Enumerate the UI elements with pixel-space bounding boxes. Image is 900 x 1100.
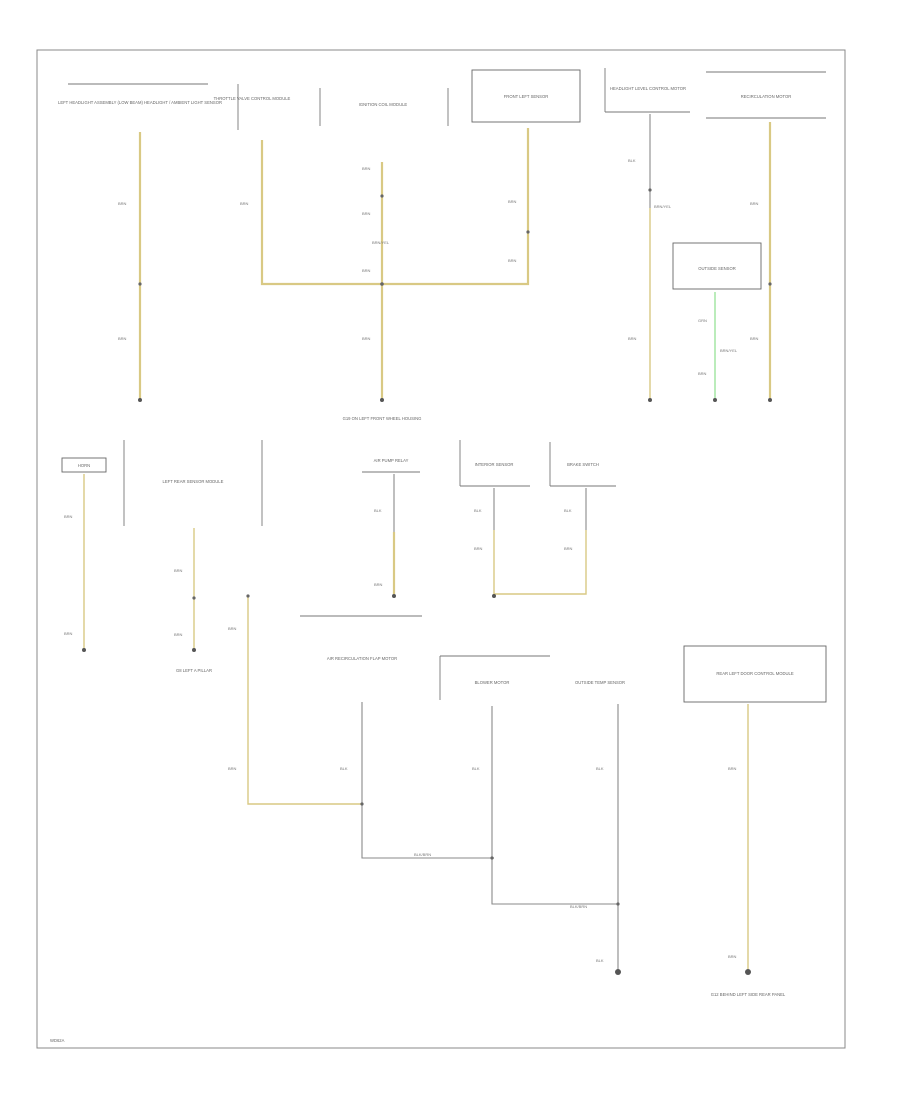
component-outside-temp-sensor[interactable]: OUTSIDE TEMP SENSOR — [575, 680, 625, 685]
svg-text:BLK: BLK — [374, 508, 382, 513]
component-brake-switch[interactable]: BRAKE SWITCH — [549, 442, 616, 487]
svg-text:GRN: GRN — [698, 318, 707, 323]
svg-text:BRN: BRN — [64, 514, 73, 519]
svg-text:BRN: BRN — [564, 546, 573, 551]
ground-label: G12 BEHIND LEFT SIDE REAR PANEL — [711, 992, 786, 997]
svg-text:BRN: BRN — [750, 336, 759, 341]
component-throttle-valve[interactable]: THROTTLE VALVE CONTROL MODULE — [214, 84, 291, 130]
svg-text:BRN: BRN — [174, 568, 183, 573]
wires-middle: BRN BRN BRN BRN BLK BRN BLK BRN BLK BRN — [64, 474, 587, 650]
component-air-recirc-flap-motor[interactable]: AIR RECIRCULATION FLAP MOTOR — [300, 615, 422, 661]
component-label: THROTTLE VALVE CONTROL MODULE — [214, 96, 291, 101]
component-label: LEFT HEADLIGHT ASSEMBLY (LOW BEAM) HEADL… — [58, 100, 222, 105]
component-horn[interactable]: HORN — [61, 457, 107, 473]
svg-text:BLK: BLK — [472, 766, 480, 771]
component-label: AIR PUMP RELAY — [374, 458, 409, 463]
component-label: INTERIOR SENSOR — [475, 462, 514, 467]
svg-text:BRN: BRN — [508, 258, 517, 263]
ground-label: G8 LEFT A PILLAR — [176, 668, 212, 673]
component-label: AIR RECIRCULATION FLAP MOTOR — [327, 656, 397, 661]
svg-text:BRN: BRN — [174, 632, 183, 637]
svg-text:BLK: BLK — [628, 158, 636, 163]
svg-text:BRN: BRN — [228, 766, 237, 771]
svg-text:BRN: BRN — [228, 626, 237, 631]
component-label: BRAKE SWITCH — [567, 462, 599, 467]
svg-text:BRN/YEL: BRN/YEL — [654, 204, 672, 209]
svg-text:BLK: BLK — [596, 766, 604, 771]
component-blower-motor[interactable]: BLOWER MOTOR — [439, 655, 550, 700]
svg-text:BRN: BRN — [698, 371, 707, 376]
component-label: RECIRCULATION MOTOR — [741, 94, 792, 99]
component-label: LEFT REAR SENSOR MODULE — [163, 479, 224, 484]
svg-text:BRN: BRN — [628, 336, 637, 341]
svg-text:BRN: BRN — [728, 766, 737, 771]
component-label: HORN — [78, 463, 90, 468]
component-label: OUTSIDE TEMP SENSOR — [575, 680, 625, 685]
ground-connectors-middle — [82, 594, 496, 652]
svg-text:BRN: BRN — [362, 166, 371, 171]
component-headlight-level-motor[interactable]: HEADLIGHT LEVEL CONTROL MOTOR — [604, 68, 690, 113]
wires-top: BRN BRN BRN BRN BRN BRN/YEL BRN BRN BRN … — [118, 114, 772, 400]
component-left-rear-sensor-module[interactable]: LEFT REAR SENSOR MODULE — [123, 440, 263, 526]
svg-text:BRN/YEL: BRN/YEL — [720, 348, 738, 353]
svg-text:BLK/BRN: BLK/BRN — [414, 852, 431, 857]
ground-label: G19 ON LEFT FRONT WHEEL HOUSING — [343, 416, 422, 421]
svg-text:BRN/YEL: BRN/YEL — [372, 240, 390, 245]
component-label: REAR LEFT DOOR CONTROL MODULE — [716, 671, 793, 676]
svg-text:BLK: BLK — [564, 508, 572, 513]
svg-text:BRN: BRN — [374, 582, 383, 587]
svg-text:BRN: BRN — [362, 211, 371, 216]
component-left-headlight[interactable]: LEFT HEADLIGHT ASSEMBLY (LOW BEAM) HEADL… — [58, 83, 222, 105]
component-air-pump-relay[interactable]: AIR PUMP RELAY — [362, 458, 420, 473]
svg-text:BLK: BLK — [474, 508, 482, 513]
svg-text:BRN: BRN — [474, 546, 483, 551]
component-interior-sensor[interactable]: INTERIOR SENSOR — [459, 440, 530, 487]
component-label: OUTSIDE SENSOR — [698, 266, 735, 271]
svg-text:BRN: BRN — [64, 631, 73, 636]
svg-text:BRN: BRN — [750, 201, 759, 206]
component-front-left-sensor[interactable]: FRONT LEFT SENSOR — [471, 69, 581, 123]
component-label: HEADLIGHT LEVEL CONTROL MOTOR — [610, 86, 686, 91]
svg-text:BLK/BRN: BLK/BRN — [570, 904, 587, 909]
ground-connectors-top — [138, 398, 772, 402]
svg-text:BRN: BRN — [240, 201, 249, 206]
component-outside-sensor[interactable]: OUTSIDE SENSOR — [672, 242, 762, 290]
component-recirculation-motor[interactable]: RECIRCULATION MOTOR — [706, 71, 826, 119]
svg-text:BRN: BRN — [362, 268, 371, 273]
component-label: FRONT LEFT SENSOR — [504, 94, 549, 99]
svg-text:BRN: BRN — [118, 336, 127, 341]
svg-text:BLK: BLK — [340, 766, 348, 771]
wires-lower: BRN BRN BLK BLK/BRN BLK BLK/BRN BLK BLK … — [228, 594, 749, 970]
svg-text:BRN: BRN — [362, 336, 371, 341]
diagram-frame — [36, 49, 846, 1049]
component-label: IGNITION COIL MODULE — [359, 102, 408, 107]
svg-text:BRN: BRN — [508, 199, 517, 204]
ground-connectors-lower — [615, 969, 751, 975]
svg-text:BRN: BRN — [118, 201, 127, 206]
diagram-code: WD62A — [50, 1038, 65, 1043]
svg-text:BRN: BRN — [728, 954, 737, 959]
component-label: BLOWER MOTOR — [475, 680, 510, 685]
component-rear-left-door-module[interactable]: REAR LEFT DOOR CONTROL MODULE — [683, 645, 827, 703]
svg-text:BLK: BLK — [596, 958, 604, 963]
component-ignition-coil[interactable]: IGNITION COIL MODULE — [319, 88, 449, 126]
